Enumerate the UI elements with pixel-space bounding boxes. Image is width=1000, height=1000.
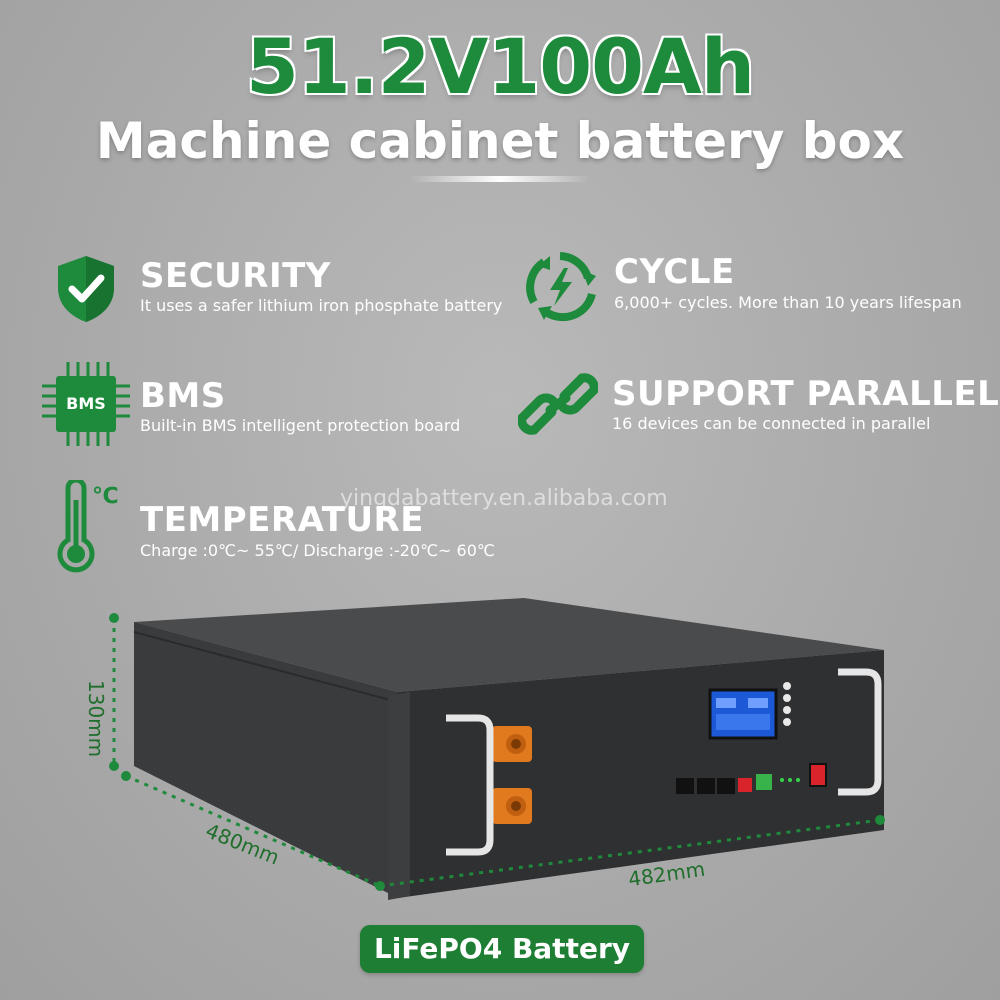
watermark: yingdabattery.en.alibaba.com	[340, 486, 668, 511]
shield-check-icon	[54, 254, 118, 328]
bms-chip-label: BMS	[66, 394, 106, 413]
product-title: 51.2V100Ah	[246, 22, 755, 111]
product-subtitle: Machine cabinet battery box	[95, 112, 905, 170]
feature-desc-cycle: 6,000+ cycles. More than 10 years lifesp…	[614, 293, 962, 312]
thermometer-icon: ℃	[54, 477, 119, 580]
feature-title-cycle: CYCLE	[614, 252, 735, 292]
feature-title-temperature: TEMPERATURE	[140, 500, 424, 540]
feature-desc-bms: Built-in BMS intelligent protection boar…	[140, 416, 461, 435]
feature-desc-temperature: Charge :0℃~ 55℃/ Discharge :-20℃~ 60℃	[140, 541, 495, 560]
cycle-bolt-icon	[522, 248, 598, 328]
feature-title-security: SECURITY	[140, 256, 331, 296]
celsius-label: ℃	[92, 484, 119, 509]
title-divider	[410, 176, 590, 182]
bms-chip-icon: BMS	[40, 360, 132, 452]
feature-title-parallel: SUPPORT PARALLEL	[612, 374, 1000, 414]
battery-box-image	[0, 580, 1000, 920]
feature-desc-security: It uses a safer lithium iron phosphate b…	[140, 296, 503, 315]
dimension-height: 130mm	[84, 680, 108, 758]
chain-link-icon	[517, 366, 599, 446]
lifepo4-badge: LiFePO4 Battery	[360, 925, 644, 973]
feature-desc-parallel: 16 devices can be connected in parallel	[612, 414, 931, 433]
feature-title-bms: BMS	[140, 376, 226, 416]
